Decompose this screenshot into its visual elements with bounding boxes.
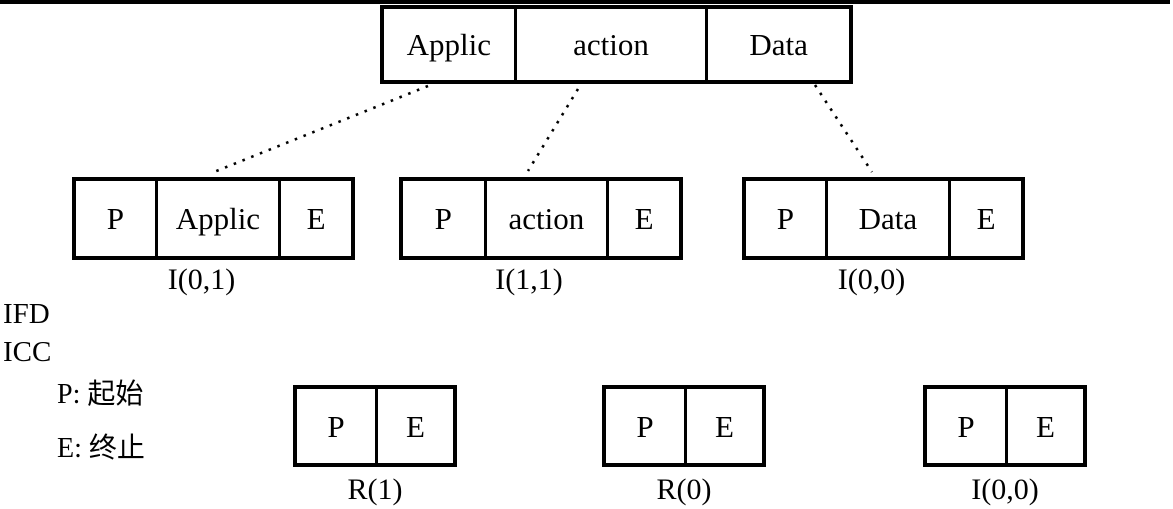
- icc-frame-3-cell-e: E: [1005, 389, 1083, 463]
- ifd-frame-2-label: I(1,1): [495, 263, 563, 296]
- ifd-frame-2-cell-e: E: [606, 181, 679, 256]
- icc-frame-3: P E: [923, 385, 1087, 467]
- top-box-cell-data: Data: [705, 9, 849, 80]
- legend-e-end: E: 终止: [57, 433, 145, 464]
- icc-frame-2-cell-e: E: [684, 389, 762, 463]
- ifd-frame-2-cell-p: P: [434, 201, 452, 236]
- legend-p-start: P: 起始: [57, 379, 144, 410]
- icc-frame-1-cell-p: P: [327, 408, 345, 444]
- top-box-cell-action: action: [513, 9, 706, 80]
- application-data-box: Applic action Data: [380, 5, 853, 84]
- ifd-frame-3-cell-e: E: [948, 181, 1021, 256]
- ifd-frame-1: P Applic E: [72, 177, 355, 260]
- icc-frame-1: P E: [293, 385, 457, 467]
- ifd-icc-boundary-line: [0, 0, 1170, 4]
- icc-frame-2: P E: [602, 385, 766, 467]
- ifd-frame-2-cell-payload: action: [483, 181, 607, 256]
- dotted-connector-line-middle: [526, 88, 580, 172]
- ifd-frame-2: P action E: [399, 177, 683, 260]
- icc-frame-1-label: R(1): [347, 473, 403, 506]
- ifd-frame-3: P Data E: [742, 177, 1025, 260]
- icc-side-label: ICC: [3, 336, 52, 368]
- top-box-cell-applic: Applic: [406, 27, 492, 62]
- icc-frame-1-cell-e: E: [375, 389, 453, 463]
- icc-frame-3-cell-p: P: [957, 408, 975, 444]
- ifd-frame-3-cell-payload: Data: [824, 181, 948, 256]
- ifd-frame-1-cell-p: P: [106, 201, 124, 236]
- ifd-frame-1-cell-payload: Applic: [154, 181, 278, 256]
- dotted-connector-line-left: [213, 84, 429, 174]
- icc-frame-2-label: R(0): [656, 473, 712, 506]
- ifd-frame-1-cell-e: E: [278, 181, 351, 256]
- icc-frame-2-cell-p: P: [636, 408, 654, 444]
- ifd-frame-1-label: I(0,1): [167, 263, 236, 296]
- ifd-frame-3-cell-p: P: [776, 201, 794, 236]
- dotted-connector-line-right: [813, 84, 874, 173]
- ifd-side-label: IFD: [3, 298, 50, 330]
- icc-frame-3-label: I(0,0): [971, 473, 1039, 506]
- ifd-frame-3-label: I(0,0): [837, 263, 906, 296]
